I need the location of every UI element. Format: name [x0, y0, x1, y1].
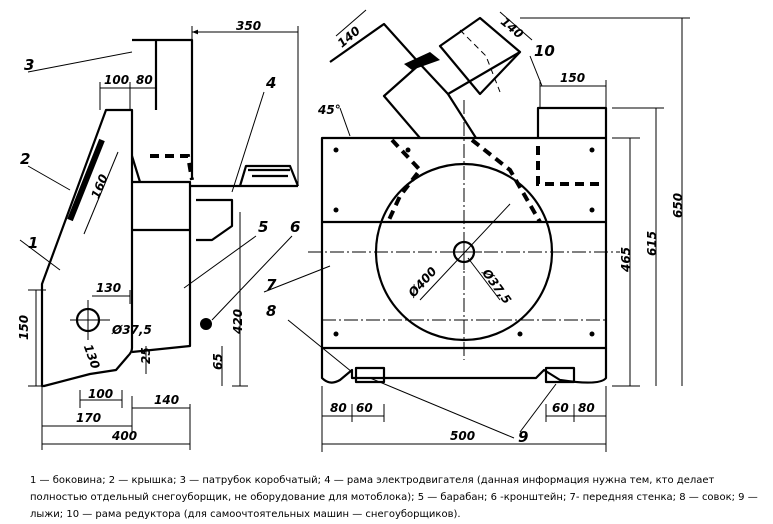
svg-text:80: 80 — [330, 401, 347, 415]
svg-text:25: 25 — [139, 347, 153, 364]
label-8: 8 — [266, 302, 276, 320]
label-3: 3 — [24, 56, 34, 74]
label-4: 4 — [265, 74, 276, 92]
svg-text:350: 350 — [236, 19, 261, 33]
label-10: 10 — [534, 42, 555, 60]
svg-text:170: 170 — [76, 411, 101, 425]
svg-text:60: 60 — [356, 401, 373, 415]
svg-text:130: 130 — [96, 281, 121, 295]
svg-text:100: 100 — [104, 73, 129, 87]
svg-text:160: 160 — [88, 172, 110, 200]
label-5: 5 — [258, 218, 268, 236]
svg-text:615: 615 — [645, 231, 659, 256]
ski-left — [354, 366, 386, 384]
svg-text:140: 140 — [154, 393, 179, 407]
front-view — [287, 9, 690, 452]
figure-caption: 1 — боковина; 2 — крышка; 3 — патрубок к… — [30, 475, 758, 520]
svg-text:100: 100 — [88, 387, 113, 401]
scoop-part — [320, 348, 608, 384]
reducer-frame — [536, 106, 608, 138]
svg-text:500: 500 — [450, 429, 475, 443]
dimension-texts: 350 100 80 160 130 Ø37,5 130 150 420 65 … — [17, 14, 685, 443]
side-wall-outline — [40, 108, 134, 388]
side-view — [28, 26, 300, 450]
label-1: 1 — [28, 234, 38, 252]
label-6: 6 — [290, 218, 300, 236]
svg-text:60: 60 — [552, 401, 569, 415]
label-7: 7 — [266, 276, 277, 294]
part-labels: 1 2 3 4 5 6 7 8 9 10 — [19, 42, 555, 446]
svg-text:150: 150 — [17, 315, 31, 340]
label-2: 2 — [20, 150, 30, 168]
ski-right — [544, 366, 576, 384]
chute-top — [438, 16, 522, 96]
drum-housing — [131, 180, 192, 354]
svg-text:465: 465 — [619, 247, 633, 273]
svg-text:140: 140 — [335, 24, 363, 51]
svg-text:80: 80 — [136, 73, 153, 87]
svg-text:65: 65 — [211, 353, 225, 370]
svg-text:130: 130 — [81, 342, 103, 370]
label-9: 9 — [518, 428, 528, 446]
svg-text:150: 150 — [560, 71, 585, 85]
lid-part — [67, 138, 105, 222]
svg-text:45°: 45° — [317, 103, 341, 117]
svg-text:80: 80 — [578, 401, 595, 415]
svg-text:420: 420 — [231, 309, 245, 335]
bolt-holes — [333, 147, 595, 337]
svg-text:400: 400 — [111, 429, 137, 443]
motor-frame — [190, 164, 300, 242]
svg-text:Ø400: Ø400 — [405, 264, 440, 300]
snowblower-drawing: 1 2 3 4 5 6 7 8 9 10 350 100 80 160 130 … — [17, 9, 690, 452]
svg-text:Ø37,5: Ø37,5 — [479, 265, 514, 306]
svg-text:Ø37,5: Ø37,5 — [111, 323, 152, 337]
bracket-part — [200, 318, 212, 330]
svg-text:650: 650 — [671, 193, 685, 218]
